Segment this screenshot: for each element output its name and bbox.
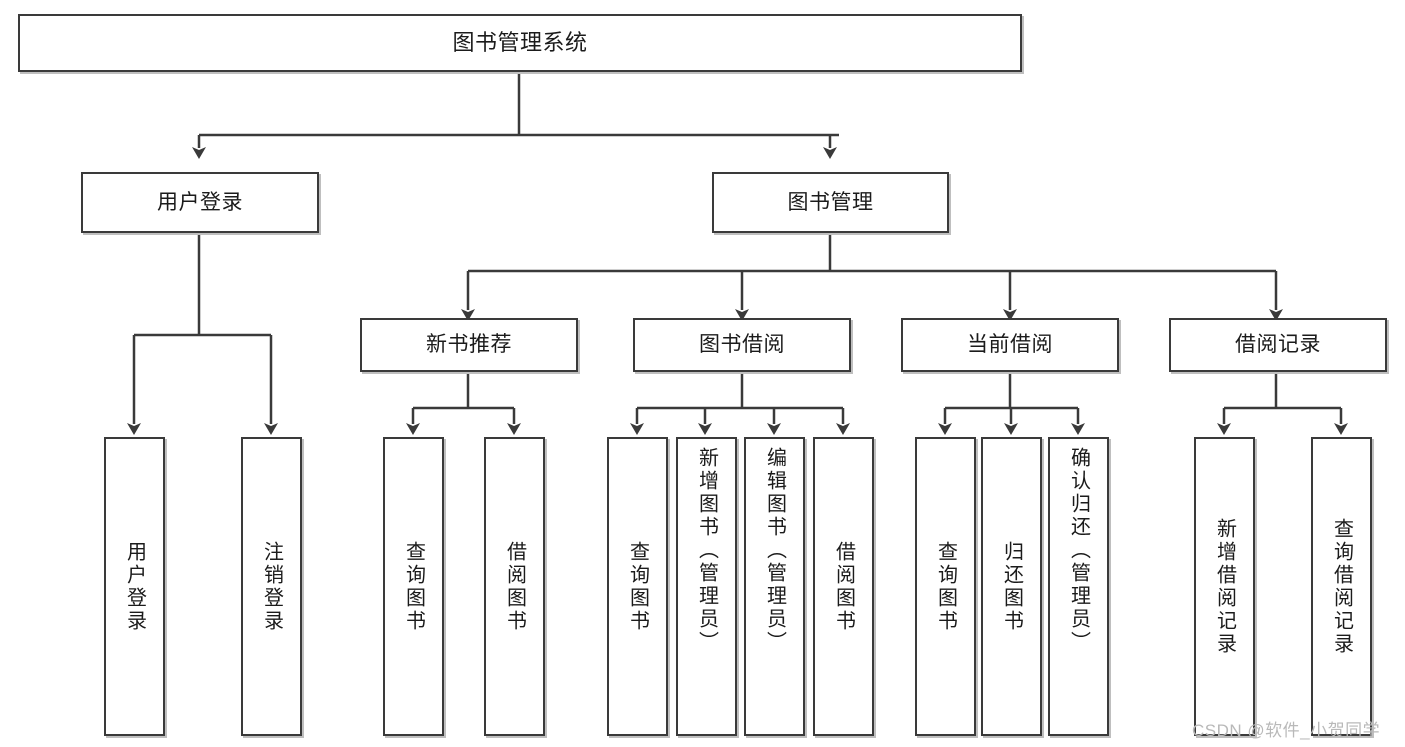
node-label: 新增借阅记录 (1213, 517, 1236, 656)
node-label: 用户登录 (123, 540, 146, 633)
leaf-new-book-borrow-book[interactable]: 借阅图书 (484, 437, 545, 736)
node-book-management[interactable]: 图书管理 (712, 172, 949, 233)
leaf-current-borrow-query-book[interactable]: 查询图书 (915, 437, 976, 736)
node-label: 查询图书 (402, 540, 425, 633)
leaf-user-login-logout[interactable]: 注销登录 (241, 437, 302, 736)
node-label: 借阅图书 (503, 540, 526, 633)
leaf-borrow-record-query-record[interactable]: 查询借阅记录 (1311, 437, 1372, 736)
node-label: 借阅记录 (1235, 333, 1321, 357)
leaf-current-borrow-confirm-return-admin[interactable]: 确认归还（管理员） (1048, 437, 1109, 736)
leaf-current-borrow-return-book[interactable]: 归还图书 (981, 437, 1042, 736)
node-new-book-recommend[interactable]: 新书推荐 (360, 318, 578, 372)
node-label: 查询图书 (934, 540, 957, 633)
node-label: 用户登录 (157, 190, 243, 214)
leaf-user-login-login[interactable]: 用户登录 (104, 437, 165, 736)
node-label: 编辑图书（管理员） (763, 447, 786, 654)
leaf-book-borrow-query-book[interactable]: 查询图书 (607, 437, 668, 736)
csdn-watermark: CSDN @软件_小贺同学 (1192, 721, 1381, 740)
leaf-book-borrow-borrow-book[interactable]: 借阅图书 (813, 437, 874, 736)
node-book-borrow[interactable]: 图书借阅 (633, 318, 851, 372)
node-label: 图书管理系统 (452, 29, 588, 55)
node-label: 新书推荐 (426, 333, 512, 357)
node-user-login[interactable]: 用户登录 (81, 172, 319, 233)
leaf-new-book-query-book[interactable]: 查询图书 (383, 437, 444, 736)
node-label: 注销登录 (260, 540, 283, 633)
node-label: 借阅图书 (832, 540, 855, 633)
node-label: 查询借阅记录 (1330, 517, 1353, 656)
leaf-book-borrow-edit-book-admin[interactable]: 编辑图书（管理员） (744, 437, 805, 736)
leaf-book-borrow-add-book-admin[interactable]: 新增图书（管理员） (676, 437, 737, 736)
node-label: 归还图书 (1000, 540, 1023, 633)
node-label: 新增图书（管理员） (695, 447, 718, 654)
node-current-borrow[interactable]: 当前借阅 (901, 318, 1119, 372)
leaf-borrow-record-add-record[interactable]: 新增借阅记录 (1194, 437, 1255, 736)
node-label: 确认归还（管理员） (1067, 447, 1090, 654)
node-label: 图书管理 (787, 190, 874, 214)
node-label: 图书借阅 (699, 333, 785, 357)
node-label: 当前借阅 (967, 333, 1053, 357)
node-label: 查询图书 (626, 540, 649, 633)
node-borrow-record[interactable]: 借阅记录 (1169, 318, 1387, 372)
node-book-management-system[interactable]: 图书管理系统 (18, 14, 1022, 72)
